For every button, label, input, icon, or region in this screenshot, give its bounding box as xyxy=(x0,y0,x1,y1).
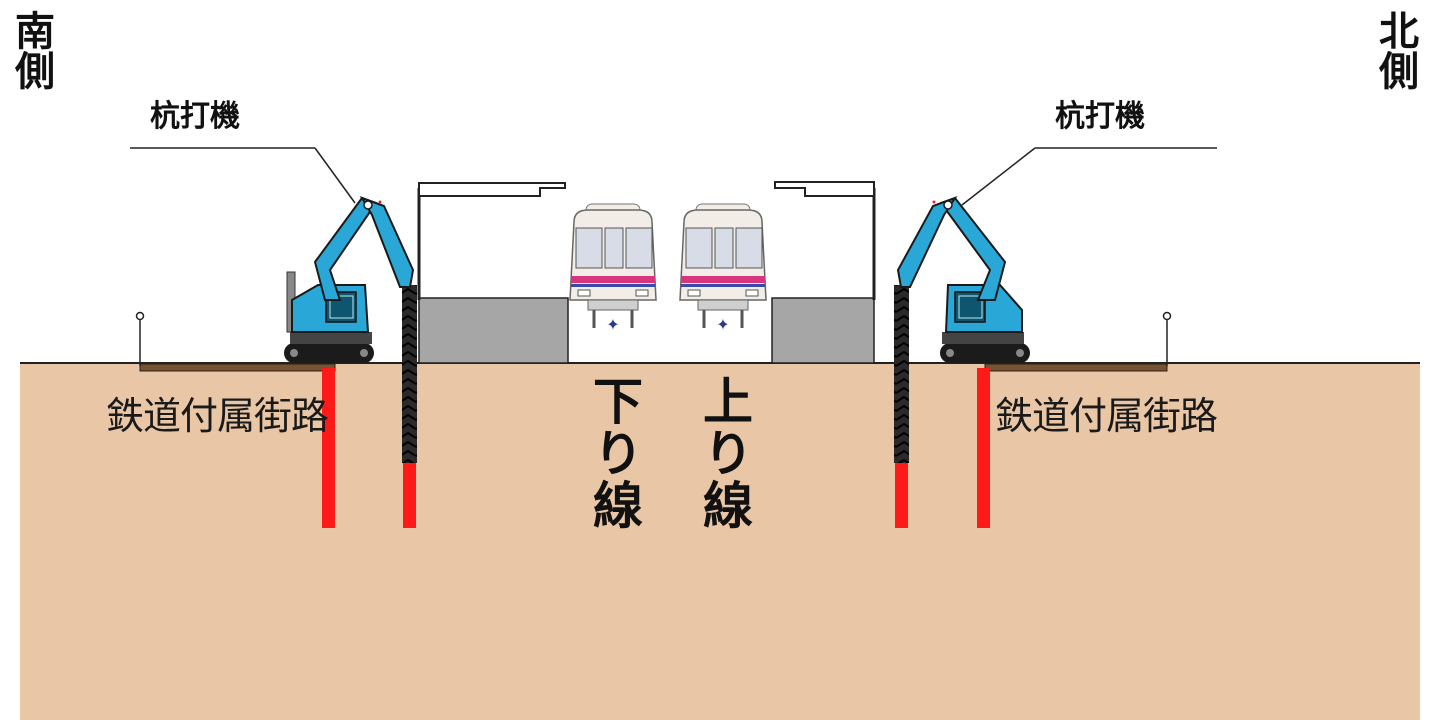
pile-driver-north xyxy=(896,147,1217,363)
road-left xyxy=(135,311,336,372)
south-side-label: 南側 xyxy=(8,10,54,90)
train-down-line: ✦ xyxy=(569,203,657,334)
pile-south-inner xyxy=(403,462,416,528)
pile-north-inner xyxy=(895,462,908,528)
platform-south xyxy=(417,182,569,364)
pile-south-outer xyxy=(322,368,335,528)
railway-road-label-right: 鉄道付属街路 xyxy=(995,394,1218,438)
pile-driver-label-left: 杭打機 xyxy=(150,99,240,134)
platform-north xyxy=(771,181,876,364)
pile-driver-label-right: 杭打機 xyxy=(1055,99,1145,134)
railway-road-label-left: 鉄道付属街路 xyxy=(106,394,329,438)
pile-driver-south xyxy=(130,147,415,363)
auger-south xyxy=(402,285,417,463)
pile-north-outer xyxy=(977,368,990,528)
road-right xyxy=(984,311,1172,372)
down-line-label: 下り線 xyxy=(585,375,643,531)
svg-text:✦: ✦ xyxy=(606,315,619,334)
north-side-label: 北側 xyxy=(1372,10,1418,90)
svg-text:✦: ✦ xyxy=(716,315,729,334)
up-line-label: 上り線 xyxy=(695,375,753,531)
ground xyxy=(20,363,1420,720)
auger-north xyxy=(894,285,909,463)
train-up-line: ✦ xyxy=(679,203,767,334)
